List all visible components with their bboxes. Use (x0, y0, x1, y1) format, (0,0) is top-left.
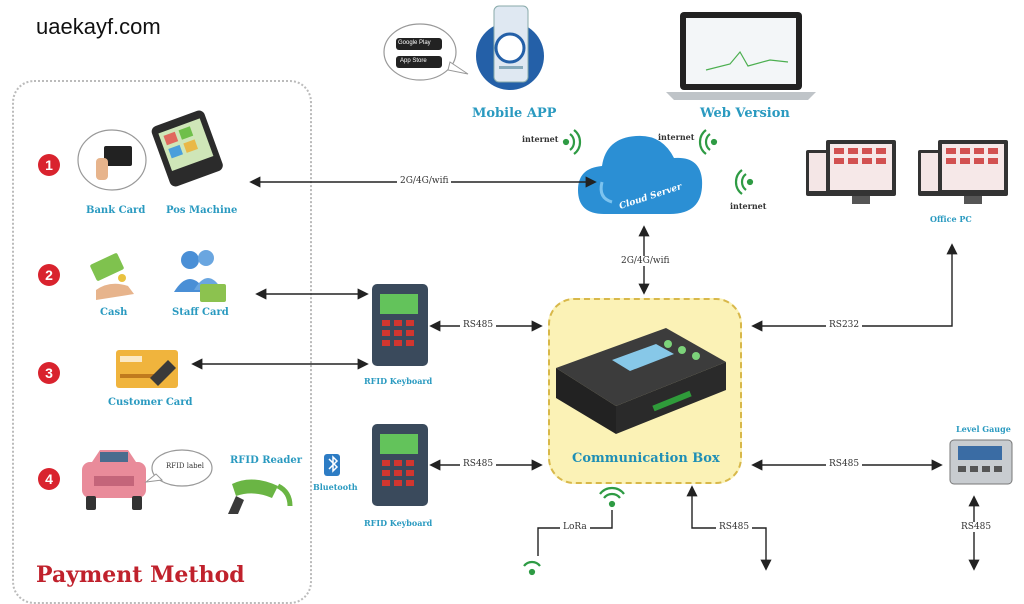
customer-card-icon (116, 350, 178, 388)
wifi-icon-web (698, 129, 718, 155)
office-pc-2-icon (918, 140, 1008, 204)
wifi-icon-office (734, 169, 754, 195)
link-label-lora: LoRa (560, 522, 590, 532)
wifi-icon-mobile (562, 129, 582, 155)
wifi-icon-box (599, 486, 625, 508)
bank-card-icon (77, 129, 147, 191)
rfid-label-bubble (144, 449, 213, 487)
rfid-keyboard-device-2 (372, 424, 428, 506)
mobile-phone-icon (476, 5, 544, 90)
label-internet-mobile: internet (522, 134, 559, 144)
laptop-icon (666, 12, 816, 100)
cash-icon (90, 253, 134, 300)
level-gauge-device (949, 439, 1013, 485)
rfid-keyboard-device-1 (372, 284, 428, 366)
bluetooth-icon (324, 454, 340, 476)
step-2-badge: 2 (38, 264, 60, 286)
communication-box-overlay (556, 328, 726, 434)
label-customer-card: Customer Card (108, 397, 193, 408)
label-internet-office: internet (730, 201, 767, 211)
label-rfid-keyboard-2: RFID Keyboard (364, 518, 433, 528)
link-label-kb1-box: RS485 (460, 320, 497, 330)
diagram-canvas (77, 5, 1013, 576)
label-rfid-reader: RFID Reader (230, 455, 303, 466)
pos-machine-icon (151, 110, 223, 187)
rfid-reader-icon (228, 479, 293, 514)
label-rfid-keyboard-1: RFID Keyboard (364, 376, 433, 386)
link-label-pos-cloud: 2G/4G/wifi (397, 176, 452, 186)
link-label-gauge-down: RS485 (958, 522, 995, 532)
label-app-store: App Store (400, 58, 427, 64)
car-icon (82, 450, 146, 510)
site-watermark: uaekayf.com (36, 14, 161, 39)
step-3-badge: 3 (38, 362, 60, 384)
label-level-gauge: Level Gauge (956, 424, 1011, 434)
label-google-play: Google Play (398, 40, 431, 46)
staff-card-icon (174, 250, 226, 302)
label-rfid-label: RFID label (166, 462, 205, 470)
label-office-pc: Office PC (930, 214, 972, 224)
office-pc-1-icon (806, 140, 896, 204)
label-cash: Cash (100, 307, 128, 318)
link-label-cloud-box: 2G/4G/wifi (618, 256, 673, 266)
link-label-box-pc: RS232 (826, 320, 863, 330)
app-store-bubble (383, 23, 469, 81)
step-1-badge: 1 (38, 154, 60, 176)
label-communication-box: Communication Box (572, 451, 720, 466)
label-bluetooth: Bluetooth (313, 482, 358, 492)
label-web-version: Web Version (700, 106, 790, 121)
link-label-box-down: RS485 (716, 522, 753, 532)
label-internet-web: internet (658, 132, 695, 142)
cloud-server-icon (578, 135, 703, 214)
payment-method-title: Payment Method (36, 562, 245, 588)
step-4-badge: 4 (38, 468, 60, 490)
wifi-icon-lora-bottom (523, 560, 541, 576)
label-staff-card: Staff Card (172, 307, 229, 318)
link-label-box-gauge: RS485 (826, 459, 863, 469)
link-label-kb2-box: RS485 (460, 459, 497, 469)
label-mobile-app: Mobile APP (472, 106, 557, 121)
label-bank-card: Bank Card (86, 205, 146, 216)
label-pos-machine: Pos Machine (166, 205, 238, 216)
